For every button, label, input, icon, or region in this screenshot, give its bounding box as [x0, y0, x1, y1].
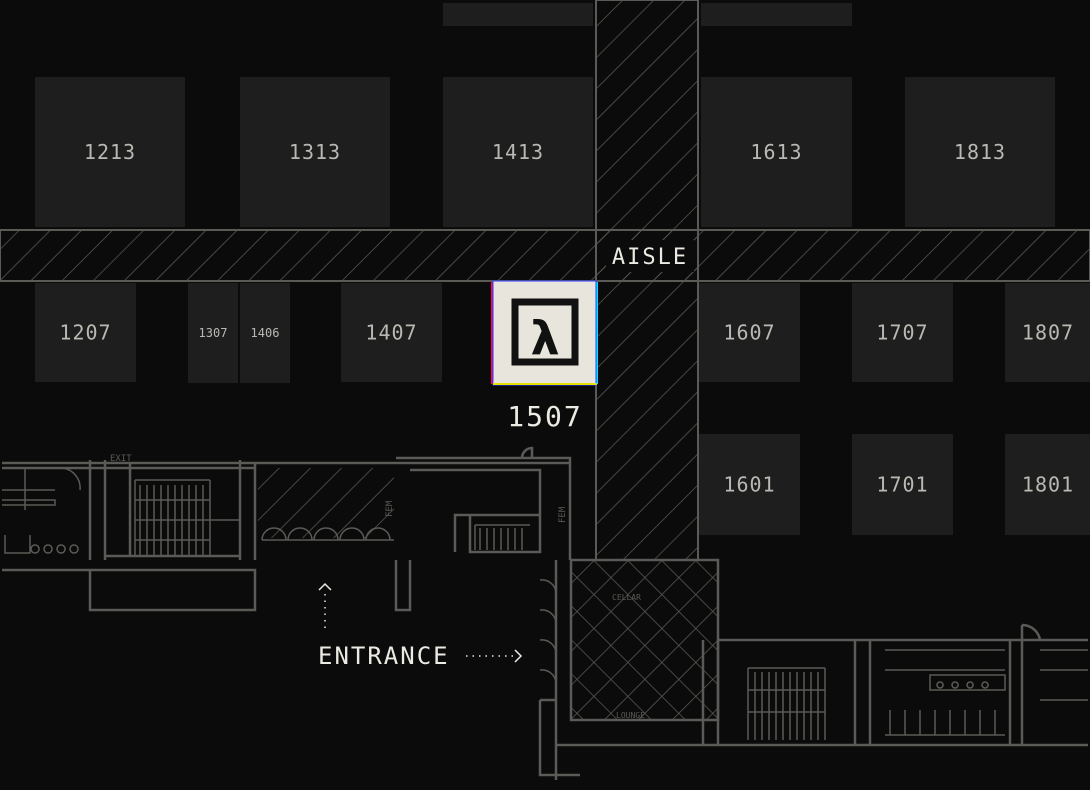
booth-shape: [341, 283, 442, 382]
booth-1413[interactable]: 1413: [443, 77, 593, 227]
booth-1707[interactable]: 1707: [852, 283, 953, 382]
aisle-vertical: [595, 0, 699, 561]
booth-1406[interactable]: 1406: [240, 283, 290, 383]
booth-1213[interactable]: 1213: [35, 77, 185, 227]
booth-shape: [1005, 283, 1090, 382]
booth-shape: [905, 77, 1055, 227]
svg-text:CELLAR: CELLAR: [612, 593, 641, 602]
booth-label: 1413: [492, 140, 544, 164]
booth-label: 1213: [84, 140, 136, 164]
booth-1813[interactable]: 1813: [905, 77, 1055, 227]
aisle-label: AISLE: [612, 245, 688, 270]
booths: 1213 1313 1413 1613 1813 1207 1307 1406 1407 1607…: [35, 77, 1090, 535]
booth-label: 1307: [199, 326, 228, 340]
booth-label: 1207: [59, 321, 111, 345]
entrance-label: ENTRANCE: [318, 642, 450, 670]
lambda-logo-icon: λ: [530, 311, 559, 365]
booth-1613[interactable]: 1613: [701, 77, 852, 227]
arrow-right-icon: [514, 649, 523, 663]
booth-label: 1813: [954, 140, 1006, 164]
booth-shape: [699, 434, 800, 535]
booth-1607[interactable]: 1607: [699, 283, 800, 382]
aisle-label-bg: [606, 240, 694, 272]
booth-1307[interactable]: 1307: [188, 283, 238, 383]
svg-text:EXIT: EXIT: [110, 454, 132, 464]
booth-1807[interactable]: 1807: [1005, 283, 1090, 382]
booth-strip: [443, 3, 593, 26]
building-plan-left: EXIT FEM FEM: [2, 446, 572, 612]
booth-shape: [35, 283, 136, 382]
booth-shape: [852, 434, 953, 535]
booth-shape: [35, 77, 185, 227]
booth-label: 1313: [289, 140, 341, 164]
booth-label: 1601: [723, 473, 775, 497]
booth-shape: [188, 283, 238, 383]
highlighted-booth-number: 1507: [507, 400, 582, 433]
aisle-horizontal: [0, 229, 1090, 282]
svg-text:FEM: FEM: [385, 500, 395, 517]
svg-text:LOUNGE: LOUNGE: [616, 711, 645, 720]
booth-label: 1613: [750, 140, 802, 164]
booth-shape: [240, 283, 290, 383]
booth-label: 1807: [1022, 321, 1074, 345]
svg-text:FEM: FEM: [558, 506, 568, 523]
booth-shape: [701, 77, 852, 227]
booth-label: 1607: [723, 321, 775, 345]
booth-1801[interactable]: 1801: [1005, 434, 1090, 535]
lambda-logo-frame: [511, 298, 579, 366]
booth-shape: [852, 283, 953, 382]
booth-label: 1707: [876, 321, 928, 345]
booth-shape: [240, 77, 390, 227]
booth-1313[interactable]: 1313: [240, 77, 390, 227]
booth-1701[interactable]: 1701: [852, 434, 953, 535]
booth-1207[interactable]: 1207: [35, 283, 136, 382]
booth-label: 1407: [365, 321, 417, 345]
building-plan-right: CELLAR LOUNGE: [538, 558, 1088, 780]
booth-shape: [443, 77, 593, 227]
booth-shape: [1005, 434, 1090, 535]
booth-1601[interactable]: 1601: [699, 434, 800, 535]
booth-label: 1406: [251, 326, 280, 340]
arrow-up-icon: [318, 582, 332, 591]
booth-strip: [701, 3, 852, 26]
booth-1407[interactable]: 1407: [341, 283, 442, 382]
entrance-marker: ENTRANCE: [318, 582, 523, 670]
booth-label: 1801: [1022, 473, 1074, 497]
booth-1507[interactable]: λ: [491, 280, 598, 386]
booth-label: 1701: [876, 473, 928, 497]
booth-shape: [699, 283, 800, 382]
